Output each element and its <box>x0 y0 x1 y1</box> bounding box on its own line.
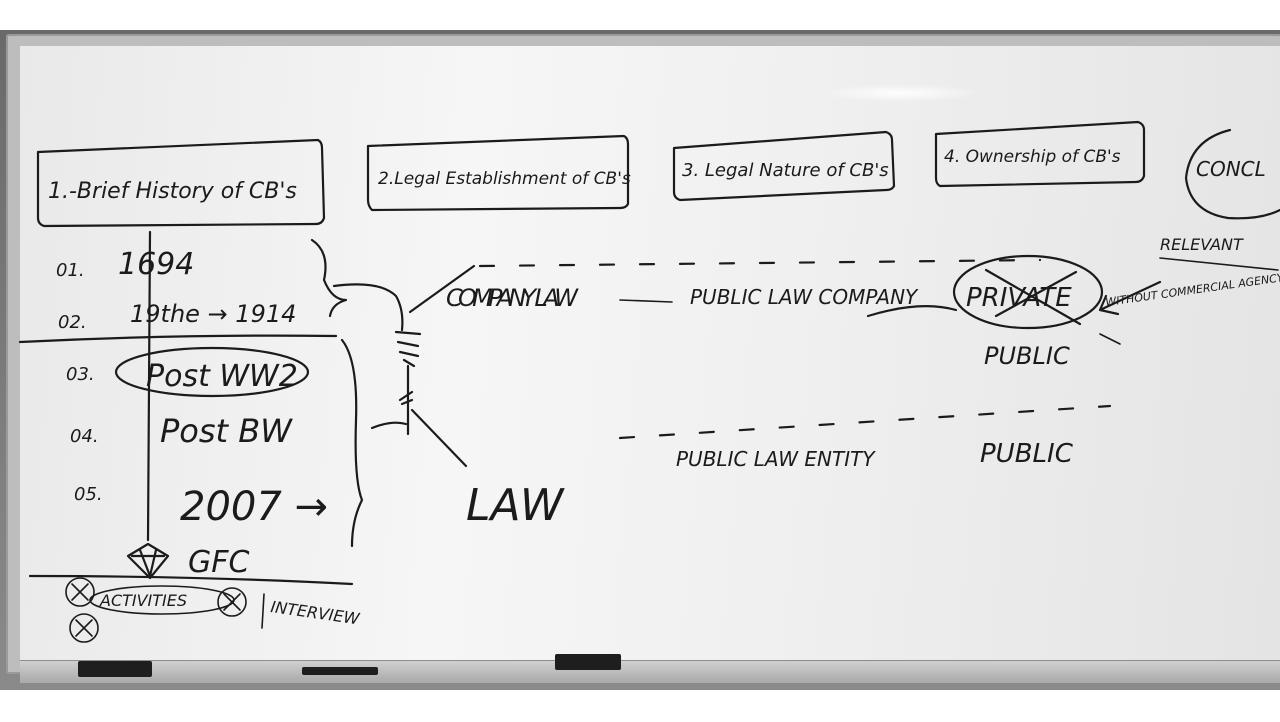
diamond-sketch <box>126 542 170 580</box>
company-law-label: COMPANY LAW <box>446 284 579 312</box>
public-law-entity-label: PUBLIC LAW ENTITY <box>676 447 876 471</box>
interview-label: INTERVIEW <box>269 597 361 628</box>
timeline-text-5: 2007 → <box>180 484 328 530</box>
top-border <box>0 0 1280 30</box>
public-law-company-label: PUBLIC LAW COMPANY <box>690 285 919 309</box>
timeline-num-3: 03. <box>66 364 95 385</box>
private-strike-1 <box>984 268 1082 326</box>
x-circle-1 <box>65 577 95 607</box>
x-mark-3 <box>223 593 241 611</box>
bottom-border <box>0 690 1280 722</box>
public-1-label: PUBLIC <box>984 342 1070 370</box>
corner-note: CONCL <box>1196 157 1266 181</box>
timeline-circle-3 <box>114 346 310 398</box>
timeline-num-4: 04. <box>70 426 99 447</box>
marker-tray <box>20 660 1280 683</box>
heading-box-4 <box>934 120 1146 188</box>
x-circle-2 <box>69 613 99 643</box>
timeline-brace-top <box>310 238 348 318</box>
timeline-text-4: Post BW <box>160 412 293 450</box>
whiteboard-surface <box>20 46 1280 660</box>
heading-box-1 <box>36 138 326 228</box>
dash-company-to-public <box>619 299 673 303</box>
timeline-text-3: Post WW2 <box>146 359 298 394</box>
activities-label: ACTIVITIES <box>99 591 187 610</box>
private-ellipse <box>952 254 1104 330</box>
heading-box-3 <box>672 130 896 202</box>
corner-circle <box>1184 128 1280 220</box>
x-mark-1 <box>71 583 89 601</box>
timeline-text-1: 1694 <box>118 247 194 282</box>
timeline-horizontal-line <box>18 334 338 344</box>
heading-1: 1.-Brief History of CB's <box>48 179 297 204</box>
connector-curve-top <box>332 283 404 332</box>
marker-piece <box>302 667 378 675</box>
private-crossed-label: PRIVATE <box>966 283 1072 313</box>
relevance-underline <box>1159 257 1279 271</box>
timeline-bracket <box>340 338 364 548</box>
timeline-text-2: 19the → 1914 <box>130 300 296 328</box>
ownership-side-note: WITHOUT COMMERCIAL AGENCY <box>1105 271 1280 309</box>
heading-4: 4. Ownership of CB's <box>944 147 1121 167</box>
law-label: LAW <box>466 480 565 531</box>
private-strike-2 <box>994 270 1078 318</box>
heading-2: 2.Legal Establishment of CB's <box>378 169 631 189</box>
eraser-left <box>78 661 152 677</box>
timeline-num-5: 05. <box>74 484 103 505</box>
ownership-connector <box>866 305 958 318</box>
light-reflection <box>820 84 980 102</box>
connector-node <box>394 330 422 436</box>
heading-box-2 <box>366 134 630 212</box>
x-mark-2 <box>75 619 93 637</box>
ownership-arrow <box>1098 280 1162 316</box>
dashed-line-top <box>478 258 1042 268</box>
connector-curve-bottom <box>370 421 408 430</box>
activities-separator <box>261 593 265 629</box>
bottom-divider <box>28 574 354 586</box>
eraser-middle <box>555 654 621 670</box>
side-note-dash <box>1099 333 1121 345</box>
timeline-num-1: 01. <box>56 260 85 281</box>
timeline-num-2: 02. <box>58 312 87 333</box>
public-2-label: PUBLIC <box>980 439 1074 469</box>
heading-3: 3. Legal Nature of CB's <box>682 160 889 181</box>
x-circle-3 <box>217 587 247 617</box>
gfc-note: GFC <box>188 545 250 580</box>
dashed-line-mid <box>618 404 1112 440</box>
timeline-vertical-line <box>146 230 152 542</box>
branch-down-line <box>410 408 468 468</box>
branch-up-line <box>408 264 476 314</box>
relevance-note: RELEVANT <box>1160 235 1244 254</box>
